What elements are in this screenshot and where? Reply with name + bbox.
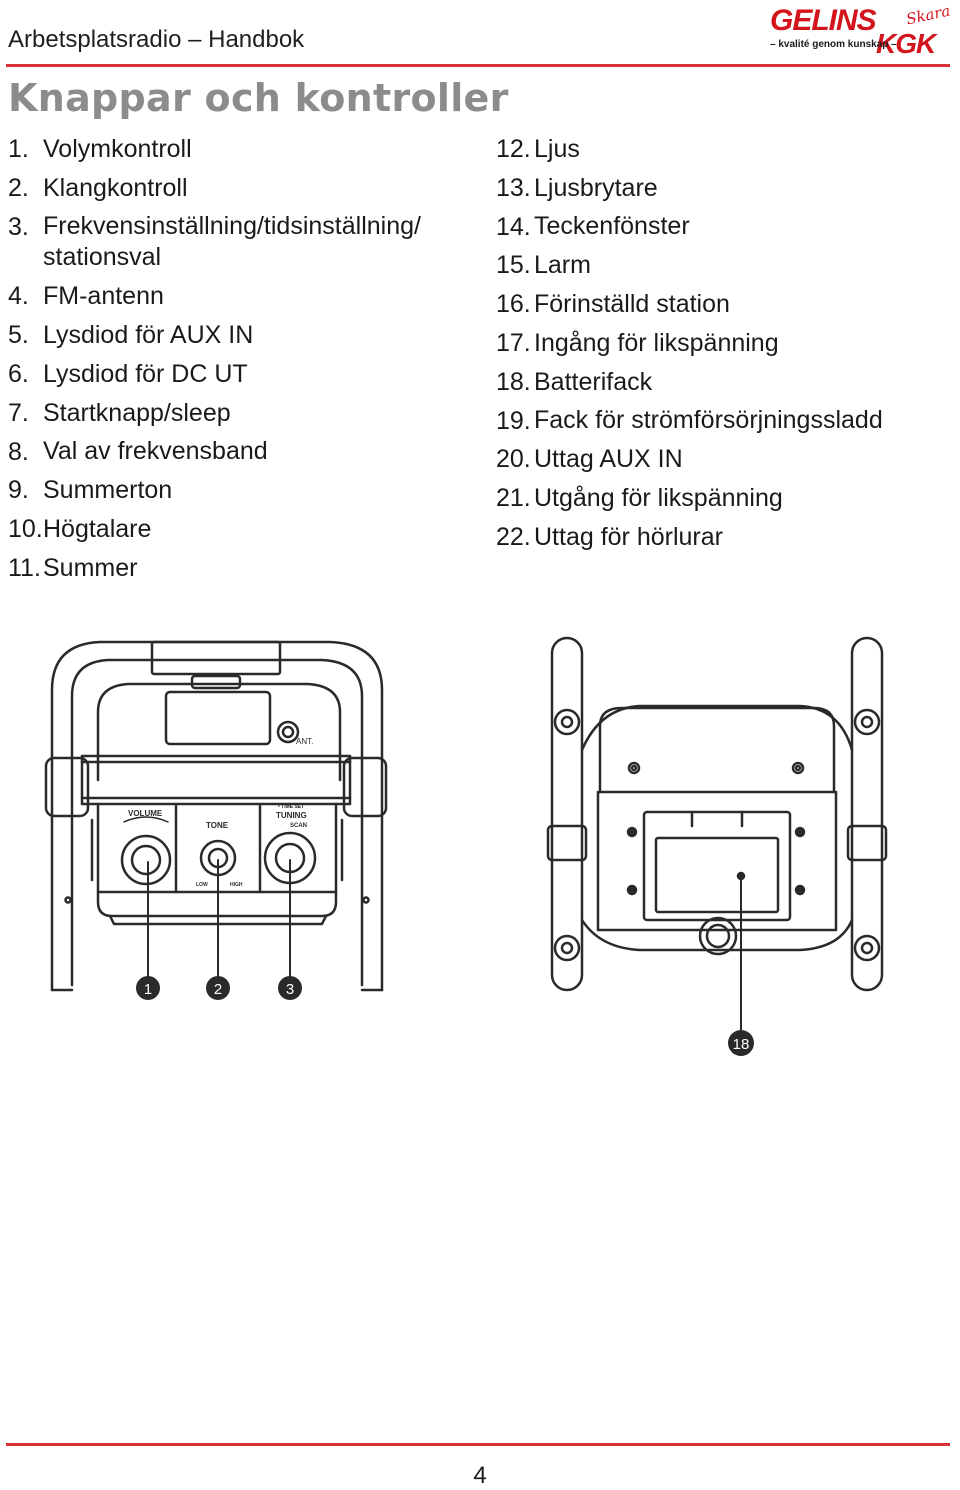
radio-illustration: ANT. VOLUME TONE • TIME SET TUNING SCAN … (44, 636, 888, 1056)
item-number: 9. (8, 476, 29, 505)
list-item: 9. Summerton (8, 471, 458, 510)
list-item: 19.Fack för strömförsörjningssladd (496, 402, 956, 441)
callout-1: 1 (136, 976, 160, 1000)
item-text: Larm (534, 251, 591, 280)
item-text: Startknapp/sleep (43, 398, 231, 427)
list-item: 4. FM-antenn (8, 277, 458, 316)
item-text: Val av frekvensband (43, 437, 268, 466)
list-item: 3. Frekvensinställning/tidsinställning/ s… (8, 208, 458, 278)
logo-script-text: Skara (904, 1, 952, 29)
logo-main-text: GELINS (770, 4, 877, 37)
item-text: Lysdiod för AUX IN (43, 321, 254, 350)
item-number: 6. (8, 359, 29, 388)
list-item: 16.Förinställd station (496, 285, 956, 324)
label-tuning: TUNING (276, 811, 307, 820)
item-number: 3. (8, 212, 29, 241)
item-number: 11. (8, 553, 41, 582)
header-rule (6, 64, 950, 67)
list-item: 5. Lysdiod för AUX IN (8, 316, 458, 355)
item-number: 14. (496, 212, 531, 241)
item-text: Fack för strömförsörjningssladd (534, 406, 883, 435)
label-volume: VOLUME (128, 809, 163, 818)
label-low: LOW (196, 882, 208, 888)
item-number: 13. (496, 173, 531, 202)
logo-kgk-text: KGK (876, 28, 936, 59)
logo-tagline: – kvalité genom kunskap – (770, 39, 897, 50)
item-text: Teckenfönster (534, 212, 690, 241)
callout-18: 18 (728, 1030, 754, 1056)
item-text: Ingång för likspänning (534, 328, 779, 357)
item-text: Lysdiod för DC UT (43, 359, 248, 388)
page-number: 4 (473, 1462, 487, 1489)
item-text: Förinställd station (534, 290, 730, 319)
page-title: Knappar och kontroller (8, 76, 509, 120)
list-item: 14.Teckenfönster (496, 208, 956, 247)
label-scan: SCAN (290, 823, 307, 829)
item-number: 19. (496, 406, 531, 435)
label-tone: TONE (206, 821, 229, 830)
item-number: 10. (8, 515, 43, 544)
item-number: 16. (496, 290, 531, 319)
header-title: Arbetsplatsradio – Handbok (8, 26, 305, 53)
item-number: 18. (496, 367, 531, 396)
list-item: 22.Uttag för hörlurar (496, 518, 956, 557)
item-number: 21. (496, 484, 531, 513)
item-text: Summerton (43, 476, 173, 505)
item-text: Ljus (534, 134, 580, 163)
item-number: 22. (496, 522, 531, 551)
list-item: 13.Ljusbrytare (496, 169, 956, 208)
item-number: 1. (8, 135, 29, 163)
list-item: 1. Volymkontroll (8, 130, 458, 169)
item-text: Frekvensinställning/tidsinställning/ sta… (43, 212, 421, 272)
label-time-set: • TIME SET (278, 804, 304, 810)
list-item: 10.Högtalare (8, 510, 458, 549)
item-text: Klangkontroll (43, 173, 188, 202)
item-number: 20. (496, 445, 531, 474)
controls-list-left: 1. Volymkontroll 2. Klangkontroll 3. Frekve… (8, 130, 458, 588)
footer-rule (6, 1443, 950, 1446)
item-number: 2. (8, 173, 29, 202)
item-text: Ljusbrytare (534, 173, 658, 202)
gelins-logo: GELINS Skara KGK – kvalité genom kunskap… (768, 1, 954, 60)
item-number: 8. (8, 437, 29, 466)
list-item: 18.Batterifack (496, 363, 956, 402)
item-text: Volymkontroll (43, 134, 192, 163)
list-item: 21.Utgång för likspänning (496, 479, 956, 518)
item-number: 5. (8, 321, 29, 350)
item-number: 4. (8, 282, 29, 311)
list-item: 7. Startknapp/sleep (8, 394, 458, 433)
item-text: Batterifack (534, 367, 653, 396)
item-number: 12. (496, 135, 531, 163)
item-text: Uttag för hörlurar (534, 522, 723, 551)
callout-1-label: 1 (144, 981, 152, 998)
callout-18-label: 18 (733, 1036, 750, 1053)
list-item: 6. Lysdiod för DC UT (8, 355, 458, 394)
callout-2-label: 2 (214, 981, 222, 998)
item-text: Summer (43, 553, 138, 582)
label-antenna: ANT. (296, 737, 313, 746)
item-text: Uttag AUX IN (534, 445, 683, 474)
list-item: 20.Uttag AUX IN (496, 440, 956, 479)
item-text: FM-antenn (43, 282, 164, 311)
list-item: 15.Larm (496, 246, 956, 285)
list-item: 17.Ingång för likspänning (496, 324, 956, 363)
front-view (44, 640, 388, 992)
item-text: Högtalare (43, 515, 152, 544)
item-number: 7. (8, 398, 29, 427)
item-text: Utgång för likspänning (534, 484, 783, 513)
callout-2: 2 (206, 976, 230, 1000)
item-number: 17. (496, 328, 531, 357)
list-item: 2. Klangkontroll (8, 169, 458, 208)
callout-3: 3 (278, 976, 302, 1000)
list-item: 8. Val av frekvensband (8, 433, 458, 472)
label-high: HIGH (230, 882, 243, 888)
callout-3-label: 3 (286, 981, 294, 998)
controls-list-right: 12.Ljus 13.Ljusbrytare 14.Teckenfönster … (496, 130, 956, 557)
back-view (546, 636, 888, 1031)
list-item: 12.Ljus (496, 130, 956, 169)
list-item: 11.Summer (8, 549, 458, 588)
item-number: 15. (496, 251, 531, 280)
